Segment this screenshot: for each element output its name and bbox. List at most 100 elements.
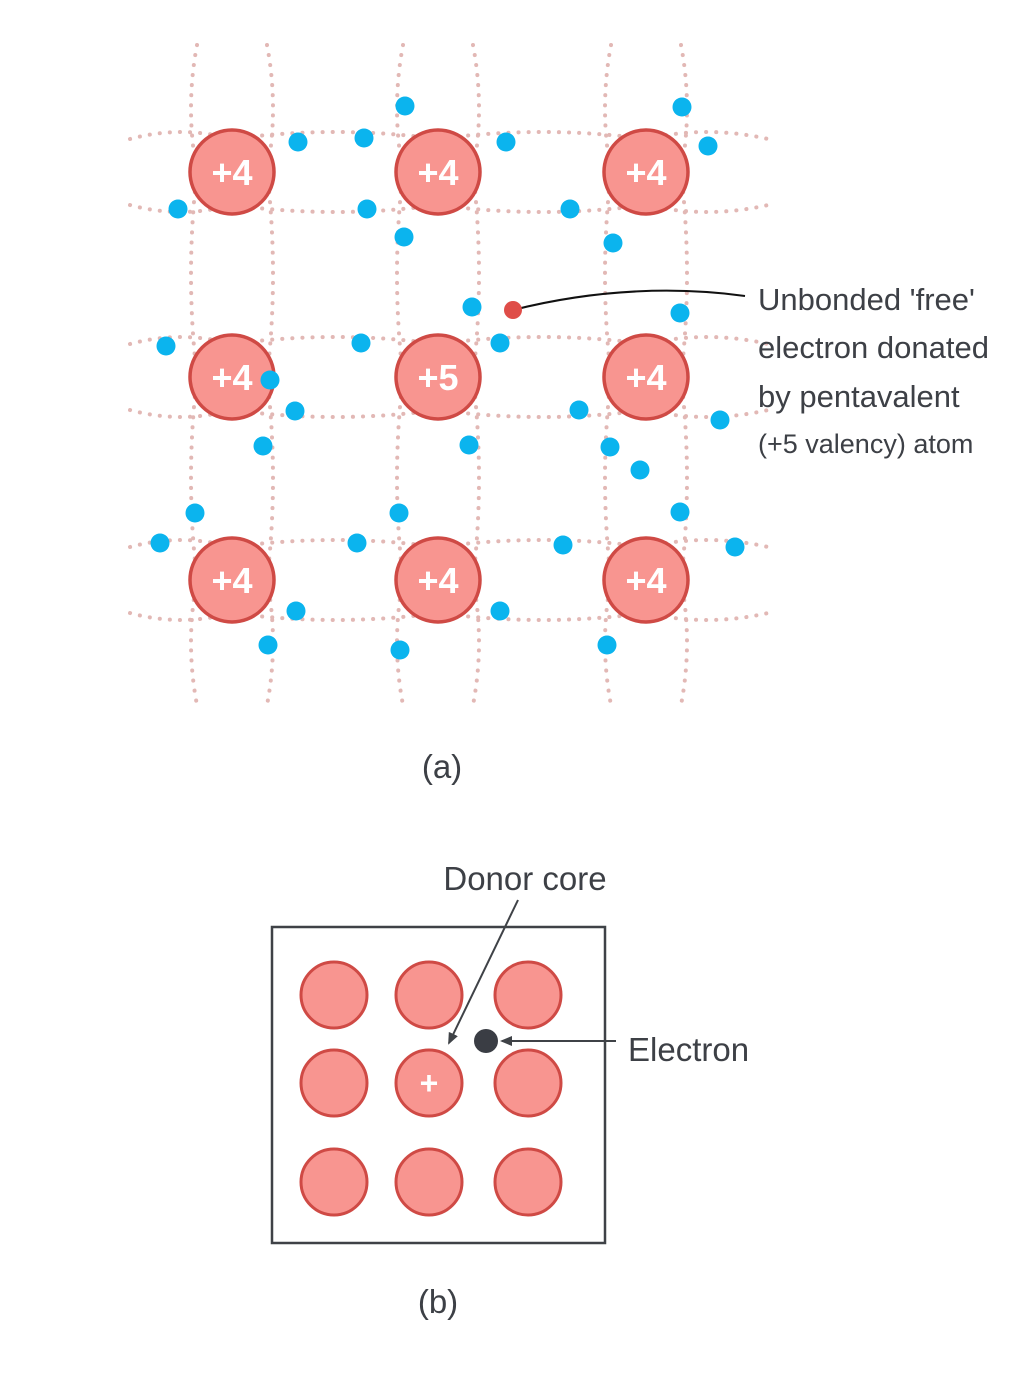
valence-electron xyxy=(389,503,409,523)
caption-a: (a) xyxy=(422,748,462,785)
tetravalent-atom: +4 xyxy=(188,333,276,421)
atom-charge-label: +5 xyxy=(417,357,458,398)
free-electron-annotation: Unbonded 'free' electron donated by pent… xyxy=(758,282,989,459)
lattice-atom xyxy=(394,1147,464,1217)
bond-line xyxy=(189,578,199,707)
tetravalent-atom: +4 xyxy=(602,128,690,216)
atom-charge-label: +4 xyxy=(625,560,666,601)
atom-core xyxy=(493,1048,563,1118)
bond-line xyxy=(679,578,689,707)
panel-b-donor: + Donor core Electron (b) xyxy=(270,860,749,1320)
lattice-atom xyxy=(299,1147,369,1217)
atom-charge-label: +4 xyxy=(417,560,458,601)
valence-electron xyxy=(603,233,623,253)
atom-core xyxy=(394,1048,464,1118)
bond-line xyxy=(436,611,648,622)
valence-electron xyxy=(168,199,188,219)
valence-electron xyxy=(462,297,482,317)
donor-core-label: Donor core xyxy=(443,860,606,897)
valence-electrons xyxy=(150,96,745,660)
electron-label: Electron xyxy=(628,1031,749,1068)
atom-charge-label: +4 xyxy=(211,357,252,398)
tetravalent-atom: +4 xyxy=(188,128,276,216)
tetravalent-atom: +4 xyxy=(602,333,690,421)
valence-electron xyxy=(600,437,620,457)
valence-electron xyxy=(672,97,692,117)
donor-charge-label: + xyxy=(420,1065,439,1101)
annotation-line-1: Unbonded 'free' xyxy=(758,282,975,317)
atom-core xyxy=(188,128,276,216)
panel-a-lattice: +4 +4 +4 +4 +5 +4 +4 +4 +4 Unbonded 'free' elect… xyxy=(128,43,989,785)
valence-electron xyxy=(496,132,516,152)
atom-core xyxy=(299,1147,369,1217)
tetravalent-atom: +4 xyxy=(602,536,690,624)
atom-charge-label: +4 xyxy=(625,357,666,398)
valence-electron xyxy=(394,227,414,247)
pentavalent-atom: +5 xyxy=(394,333,482,421)
bond-line xyxy=(230,538,440,549)
valence-electron xyxy=(354,128,374,148)
free-electron xyxy=(504,301,522,319)
caption-b: (b) xyxy=(418,1283,458,1320)
atom-charge-label: +4 xyxy=(417,152,458,193)
bond-line xyxy=(644,203,770,214)
bond-line xyxy=(436,203,648,214)
bond-line xyxy=(395,578,405,707)
atom-charge-label: +4 xyxy=(625,152,666,193)
atom-core xyxy=(493,960,563,1030)
atom-core xyxy=(394,128,482,216)
bond-line xyxy=(644,611,770,622)
bond-line xyxy=(395,170,405,379)
valence-electron xyxy=(285,401,305,421)
valence-electron xyxy=(698,136,718,156)
bond-line xyxy=(230,335,440,346)
atom-core xyxy=(493,1147,563,1217)
annotation-line-3: by pentavalent xyxy=(758,379,960,414)
bond-line xyxy=(189,375,199,582)
valence-electron xyxy=(185,503,205,523)
valence-electron xyxy=(553,535,573,555)
lattice-atom xyxy=(299,960,369,1030)
bond-line xyxy=(265,375,275,582)
atom-core xyxy=(394,1147,464,1217)
valence-electron xyxy=(347,533,367,553)
atom-charge-label: +4 xyxy=(211,560,252,601)
valence-electron xyxy=(286,601,306,621)
valence-electron xyxy=(395,96,415,116)
bond-line xyxy=(644,335,770,346)
bond-line xyxy=(230,408,440,419)
atom-core xyxy=(602,333,690,421)
donor-core-atom: + xyxy=(394,1048,464,1118)
bond-line xyxy=(603,375,613,582)
atom-charge-label: +4 xyxy=(211,152,252,193)
valence-electron xyxy=(597,635,617,655)
atom-core xyxy=(188,536,276,624)
annotation-line-4: (+5 valency) atom xyxy=(758,429,973,459)
bond-line xyxy=(679,375,689,582)
bond-line xyxy=(471,578,481,707)
bond-line xyxy=(436,130,648,141)
lattice-atom xyxy=(493,1048,563,1118)
bond-line xyxy=(265,578,275,707)
valence-electron xyxy=(288,132,308,152)
bond-line xyxy=(230,203,440,214)
donor-core-arrow xyxy=(448,899,519,1045)
annotation-line-2: electron donated xyxy=(758,330,989,365)
valence-electron xyxy=(725,537,745,557)
valence-electron xyxy=(670,303,690,323)
bond-line xyxy=(644,408,770,419)
bond-line xyxy=(679,170,689,379)
lattice-atom xyxy=(394,960,464,1030)
bond-line xyxy=(471,170,481,379)
atom-core xyxy=(602,128,690,216)
atoms-a: +4 +4 +4 +4 +5 +4 +4 +4 +4 xyxy=(188,128,690,624)
free-electron-leader-line xyxy=(512,289,746,311)
atoms-b: + xyxy=(299,960,563,1217)
valence-electron xyxy=(156,336,176,356)
electron xyxy=(474,1029,498,1053)
lattice-atom xyxy=(299,1048,369,1118)
tetravalent-atom: +4 xyxy=(394,128,482,216)
bond-line xyxy=(471,375,481,582)
bond-line xyxy=(265,170,275,379)
valence-electron xyxy=(630,460,650,480)
